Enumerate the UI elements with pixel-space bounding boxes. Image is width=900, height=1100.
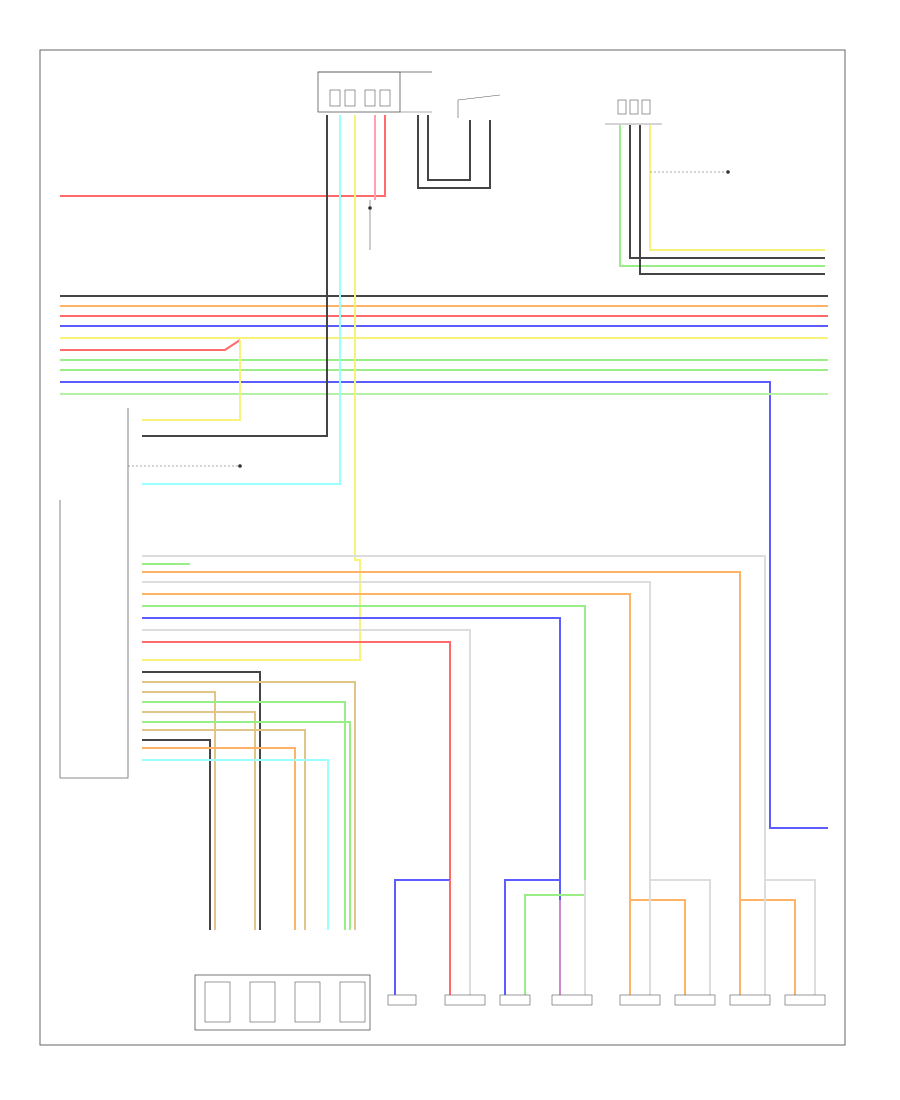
- speaker-group-2: [499, 879, 593, 1006]
- red-power-wire: [60, 115, 386, 250]
- speaker-group-1: [387, 879, 486, 1006]
- speaker-2-box: [444, 994, 486, 1006]
- diagram-frame: [39, 49, 846, 1046]
- speaker-group-3: [619, 879, 716, 1006]
- horizontal-bus: [60, 295, 828, 829]
- speaker-3-box: [499, 994, 531, 1006]
- top-right-connector: [605, 99, 662, 125]
- main-module: [59, 408, 242, 779]
- top-loop-wires: [417, 115, 491, 189]
- speaker-group-4: [729, 879, 826, 1006]
- speaker-4-box: [551, 994, 593, 1006]
- speaker-8-box: [784, 994, 826, 1006]
- speaker-1-box: [387, 994, 417, 1006]
- control-unit-wires: [142, 671, 356, 930]
- right-upper-wires: [619, 125, 825, 275]
- speaker-6-box: [674, 994, 716, 1006]
- speaker-7-box: [729, 994, 771, 1006]
- speaker-5-box: [619, 994, 661, 1006]
- speaker-feed-wires: [142, 555, 766, 900]
- vertical-trunks: [142, 115, 361, 661]
- control-unit: [194, 974, 371, 1031]
- top-connector: [317, 71, 501, 118]
